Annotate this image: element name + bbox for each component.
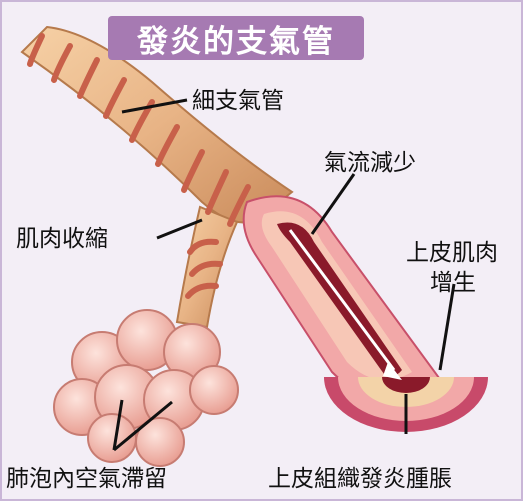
label-epithelial-inflamed-swollen: 上皮組織發炎腫脹 bbox=[268, 468, 452, 491]
label-epithelial-muscle-line2: 增生 bbox=[430, 272, 476, 295]
label-epithelial-muscle-line1: 上皮肌肉 bbox=[406, 242, 498, 265]
label-bronchiole: 細支氣管 bbox=[192, 90, 284, 113]
label-reduced-airflow: 氣流減少 bbox=[324, 152, 416, 175]
alveoli-cluster bbox=[54, 310, 238, 466]
label-muscle-contraction: 肌肉收縮 bbox=[16, 228, 108, 251]
diagram-title: 發炎的支氣管 bbox=[108, 16, 364, 60]
label-air-trapped-in-alveoli: 肺泡內空氣滯留 bbox=[6, 468, 167, 491]
